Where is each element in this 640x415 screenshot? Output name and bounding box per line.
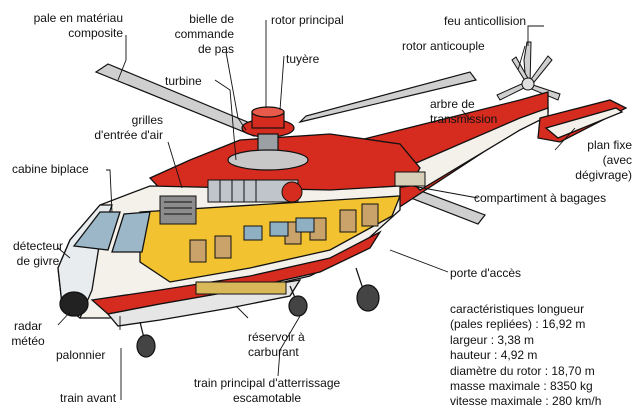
spec-max-speed: vitesse maximale : 280 km/h — [450, 394, 602, 409]
tail-rotor — [496, 41, 561, 101]
spec-length: (pales repliées) : 16,92 m — [450, 317, 586, 332]
label-radar: radar météo — [11, 319, 45, 348]
label-bielle: bielle de commande de pas — [174, 12, 234, 56]
label-detecteur: détecteur de givre — [12, 239, 64, 268]
spec-rotor-diameter: diamètre du rotor : 18,70 m — [450, 363, 595, 378]
spec-max-mass: masse maximale : 8350 kg — [450, 379, 593, 394]
label-train-principal: train principal d'atterrissage escamotab… — [193, 376, 341, 405]
label-palonnier: palonnier — [56, 348, 106, 362]
label-turbine: turbine — [165, 74, 202, 88]
spec-height: hauteur : 4,92 m — [450, 348, 538, 363]
label-feu: feu anticollision — [444, 14, 527, 28]
label-arbre: arbre de transmission — [430, 97, 498, 126]
label-train-avant: train avant — [60, 391, 117, 405]
landing-gear — [136, 267, 380, 358]
specifications: caractéristiques longueur (pales repliée… — [450, 302, 601, 410]
engine-interior — [159, 171, 426, 295]
label-tuyere: tuyère — [286, 52, 320, 66]
label-compartiment: compartiment à bagages — [474, 191, 607, 205]
rotor-hub — [227, 106, 309, 171]
label-plan-fixe: plan fixe (avec dégivrage) — [575, 138, 632, 182]
leader-lines — [57, 20, 576, 400]
label-cabine: cabine biplace — [12, 162, 89, 176]
label-reservoir: réservoir à carburant — [248, 330, 305, 359]
label-pale: pale en matériau composite — [33, 11, 123, 40]
label-rotor-principal: rotor principal — [271, 13, 344, 27]
spec-width: largeur : 3,38 m — [450, 332, 535, 347]
label-rotor-anticouple: rotor anticouple — [402, 39, 485, 53]
label-grilles: grilles d'entrée d'air — [94, 113, 163, 142]
label-porte: porte d'accès — [450, 266, 521, 280]
spec-title: caractéristiques longueur — [450, 302, 585, 316]
